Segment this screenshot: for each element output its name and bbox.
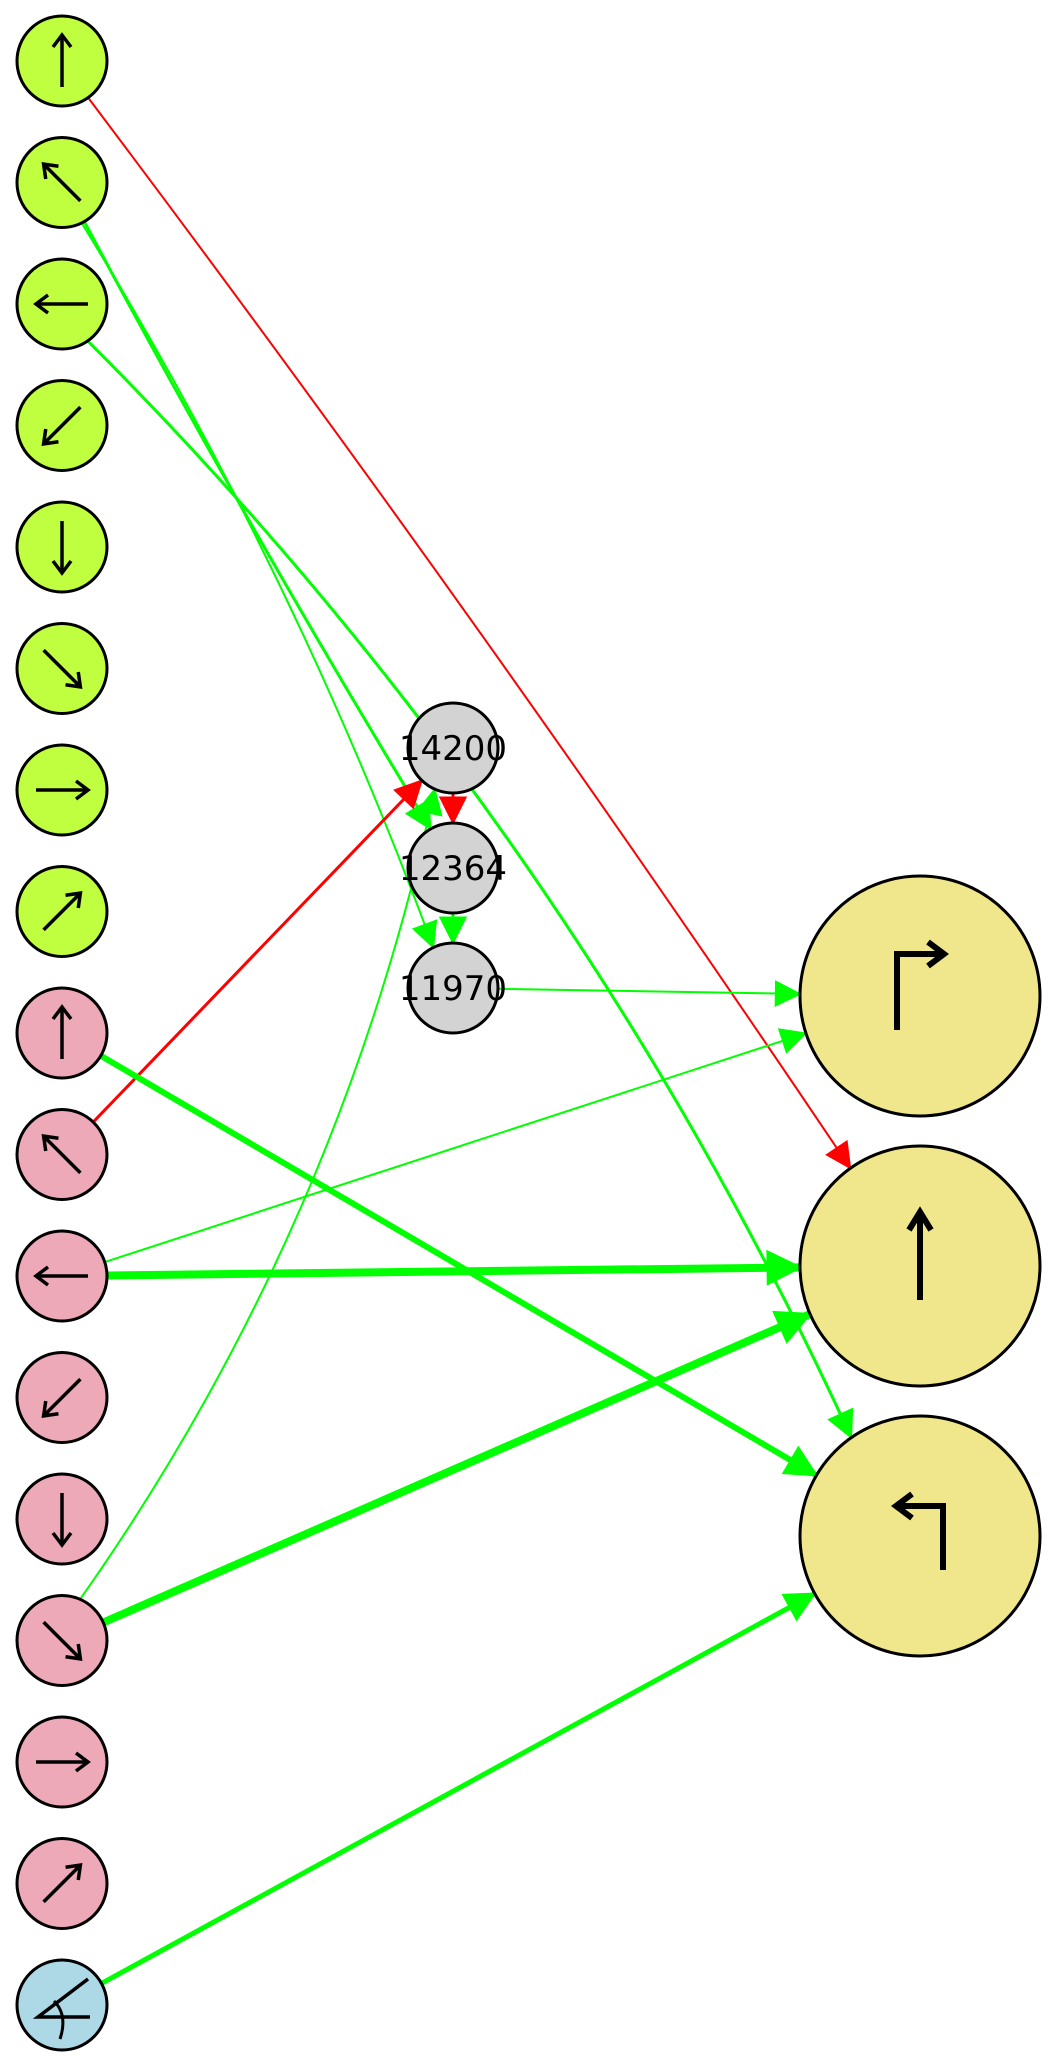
arrow-up-right-icon: [42, 891, 83, 932]
hidden-node-circle: [406, 701, 500, 795]
node-g-downright: [15, 622, 109, 715]
arrow-up-icon: [51, 32, 73, 87]
arrow-right-icon: [36, 779, 91, 801]
arrow-down-left-icon: [41, 405, 82, 446]
node-h11970: 11970: [399, 941, 507, 1035]
hidden-node-circle: [406, 821, 500, 915]
node-h12364: 12364: [399, 821, 507, 915]
node-g-right: [15, 743, 109, 837]
node-p-downleft: [15, 1351, 109, 1444]
edge-p_left-to-o_straight: [106, 1249, 803, 1286]
node-g-upleft: [15, 136, 109, 229]
hidden-node-circle: [406, 941, 500, 1035]
arrow-down-right-icon: [42, 1620, 83, 1661]
node-g-downleft: [15, 379, 109, 472]
node-o-left: [798, 1414, 1042, 1658]
nodes-layer: 14200 12364 11970: [15, 14, 1042, 2052]
straight-up-icon: [906, 1206, 934, 1300]
arrow-left-icon: [33, 293, 88, 315]
edge-g_upleft-to-h12364: [82, 220, 432, 831]
arrow-up-left-icon: [41, 162, 82, 203]
hidden-node-label: 11970: [399, 969, 507, 1009]
angle-icon: [32, 1977, 90, 2040]
arrow-down-left-icon: [41, 1377, 82, 1418]
edge-p_upleft-to-h14200: [92, 779, 424, 1124]
node-p-left: [15, 1229, 109, 1323]
edge-h11970-to-o_right: [497, 980, 802, 1007]
arrow-right-icon: [36, 1751, 91, 1773]
output-node-circle: [798, 874, 1042, 1118]
arrow-up-right-icon: [42, 1863, 83, 1904]
arrow-down-right-icon: [42, 648, 83, 689]
arrow-up-left-icon: [41, 1134, 82, 1175]
node-p-down: [15, 1472, 109, 1566]
node-o-right: [798, 874, 1042, 1118]
edge-p_downright-to-h14200: [79, 787, 443, 1600]
edges-layer: [79, 97, 854, 1986]
node-p-upleft: [15, 1108, 109, 1201]
turn-left-icon: [891, 1491, 946, 1570]
edge-g_left-to-o_left: [86, 339, 854, 1440]
edge-g_up-to-o_straight: [87, 97, 852, 1170]
node-h14200: 14200: [399, 701, 507, 795]
turn-right-icon: [894, 939, 949, 1030]
arrow-down-icon: [51, 1493, 73, 1548]
edge-p_left-to-o_right: [104, 1028, 808, 1263]
edge-p_up-to-o_left: [99, 1053, 819, 1478]
output-node-circle: [798, 1414, 1042, 1658]
node-g-up: [15, 14, 109, 108]
arrow-left-icon: [33, 1265, 88, 1287]
node-o-straight: [798, 1144, 1042, 1388]
node-p-up: [15, 986, 109, 1080]
arrow-up-icon: [51, 1004, 73, 1059]
hidden-node-label: 12364: [399, 849, 507, 889]
hidden-node-label: 14200: [399, 729, 507, 769]
node-p-downright: [15, 1594, 109, 1687]
node-g-left: [15, 257, 109, 351]
edge-p_downright-to-o_straight: [101, 1310, 813, 1627]
edge-b_angle-to-o_left: [100, 1591, 817, 1986]
edge-g_upleft-to-h11970: [80, 222, 438, 950]
node-g-down: [15, 500, 109, 594]
node-b-angle: [15, 1958, 109, 2052]
node-g-upright: [15, 865, 109, 958]
node-p-upright: [15, 1837, 109, 1930]
node-p-right: [15, 1715, 109, 1809]
arrow-down-icon: [51, 521, 73, 576]
